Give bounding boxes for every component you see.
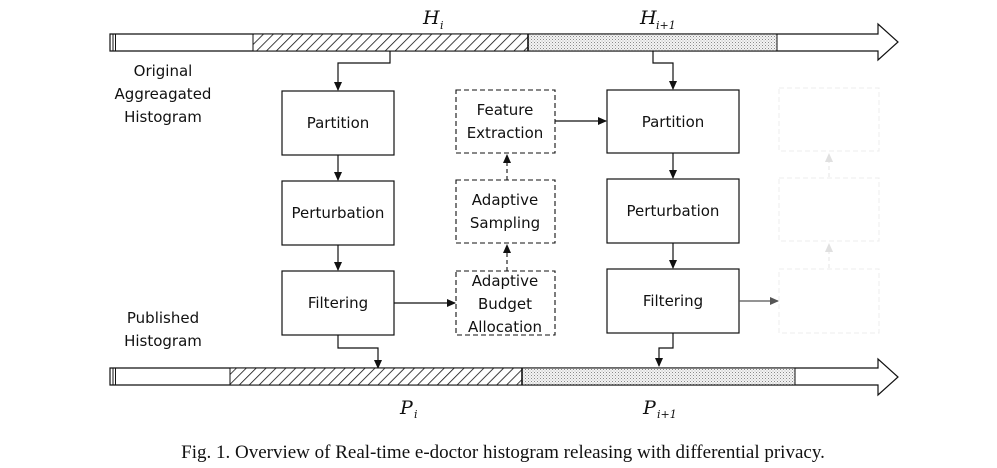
box-filtering-i1 [606, 268, 740, 334]
top-segment-hi [252, 33, 529, 52]
box-perturbation-i [281, 180, 395, 246]
arrow-filtering-to-pi [337, 335, 382, 369]
svg-text:Histogram: Histogram [124, 332, 202, 350]
box-filtering-i [281, 270, 395, 336]
label-hi: H [422, 7, 440, 29]
figure-caption: Fig. 1. Overview of Real-time e-doctor h… [181, 442, 825, 463]
stage-i: Partition Perturbation Filtering [281, 51, 456, 369]
adaptive-modules: Feature Extraction Adaptive Sampling Ada… [455, 89, 607, 336]
bottom-segment-pi [229, 367, 523, 386]
faded-future-modules [778, 87, 880, 334]
label-pi1: P [642, 397, 657, 419]
faded-box-bottom [778, 268, 880, 334]
svg-text:Original: Original [134, 62, 193, 80]
label-pi1-sub: i+1 [657, 408, 677, 421]
label-hi1: H [639, 7, 657, 29]
box-perturbation-i1 [606, 178, 740, 244]
label-hi1-sub: i+1 [656, 19, 676, 32]
feature-extraction-label-2: Extraction [467, 124, 544, 142]
arrow-filtering-to-pi1 [655, 333, 674, 367]
adaptive-sampling-label-2: Sampling [470, 214, 540, 232]
bottom-timeline: P i P i+1 [109, 357, 899, 421]
svg-text:Histogram: Histogram [124, 108, 202, 126]
published-histogram-label: Published Histogram [124, 309, 202, 350]
box-feature-extraction [455, 89, 556, 154]
budget-allocation-label-2: Budget [478, 295, 532, 313]
partition-i1-label: Partition [642, 113, 705, 131]
box-partition-i [281, 90, 395, 156]
label-pi: P [399, 397, 414, 419]
top-timeline: H i H i+1 [109, 7, 899, 62]
budget-allocation-label-1: Adaptive [472, 272, 538, 290]
feature-extraction-label-1: Feature [477, 101, 534, 119]
svg-text:Published: Published [127, 309, 199, 327]
arrow-hi1-to-partition [652, 51, 677, 90]
faded-box-middle [778, 177, 880, 242]
top-segment-hi1 [527, 33, 778, 52]
label-pi-sub: i [414, 408, 418, 421]
adaptive-sampling-label-1: Adaptive [472, 191, 538, 209]
arrow-hi-to-partition [334, 51, 391, 91]
box-adaptive-budget-allocation [455, 270, 556, 336]
perturbation-i-label: Perturbation [292, 204, 385, 222]
filtering-i1-label: Filtering [643, 292, 703, 310]
partition-i-label: Partition [307, 114, 370, 132]
bottom-segment-pi1 [521, 367, 796, 386]
budget-allocation-label-3: Allocation [468, 318, 542, 336]
perturbation-i1-label: Perturbation [627, 202, 720, 220]
original-histogram-label: Original Aggreagated Histogram [115, 62, 212, 126]
box-adaptive-sampling [455, 179, 556, 244]
label-hi-sub: i [440, 19, 444, 32]
filtering-i-label: Filtering [308, 294, 368, 312]
stage-i1: Partition Perturbation Filtering [606, 51, 779, 367]
faded-box-top [778, 87, 880, 152]
svg-text:Aggreagated: Aggreagated [115, 85, 212, 103]
